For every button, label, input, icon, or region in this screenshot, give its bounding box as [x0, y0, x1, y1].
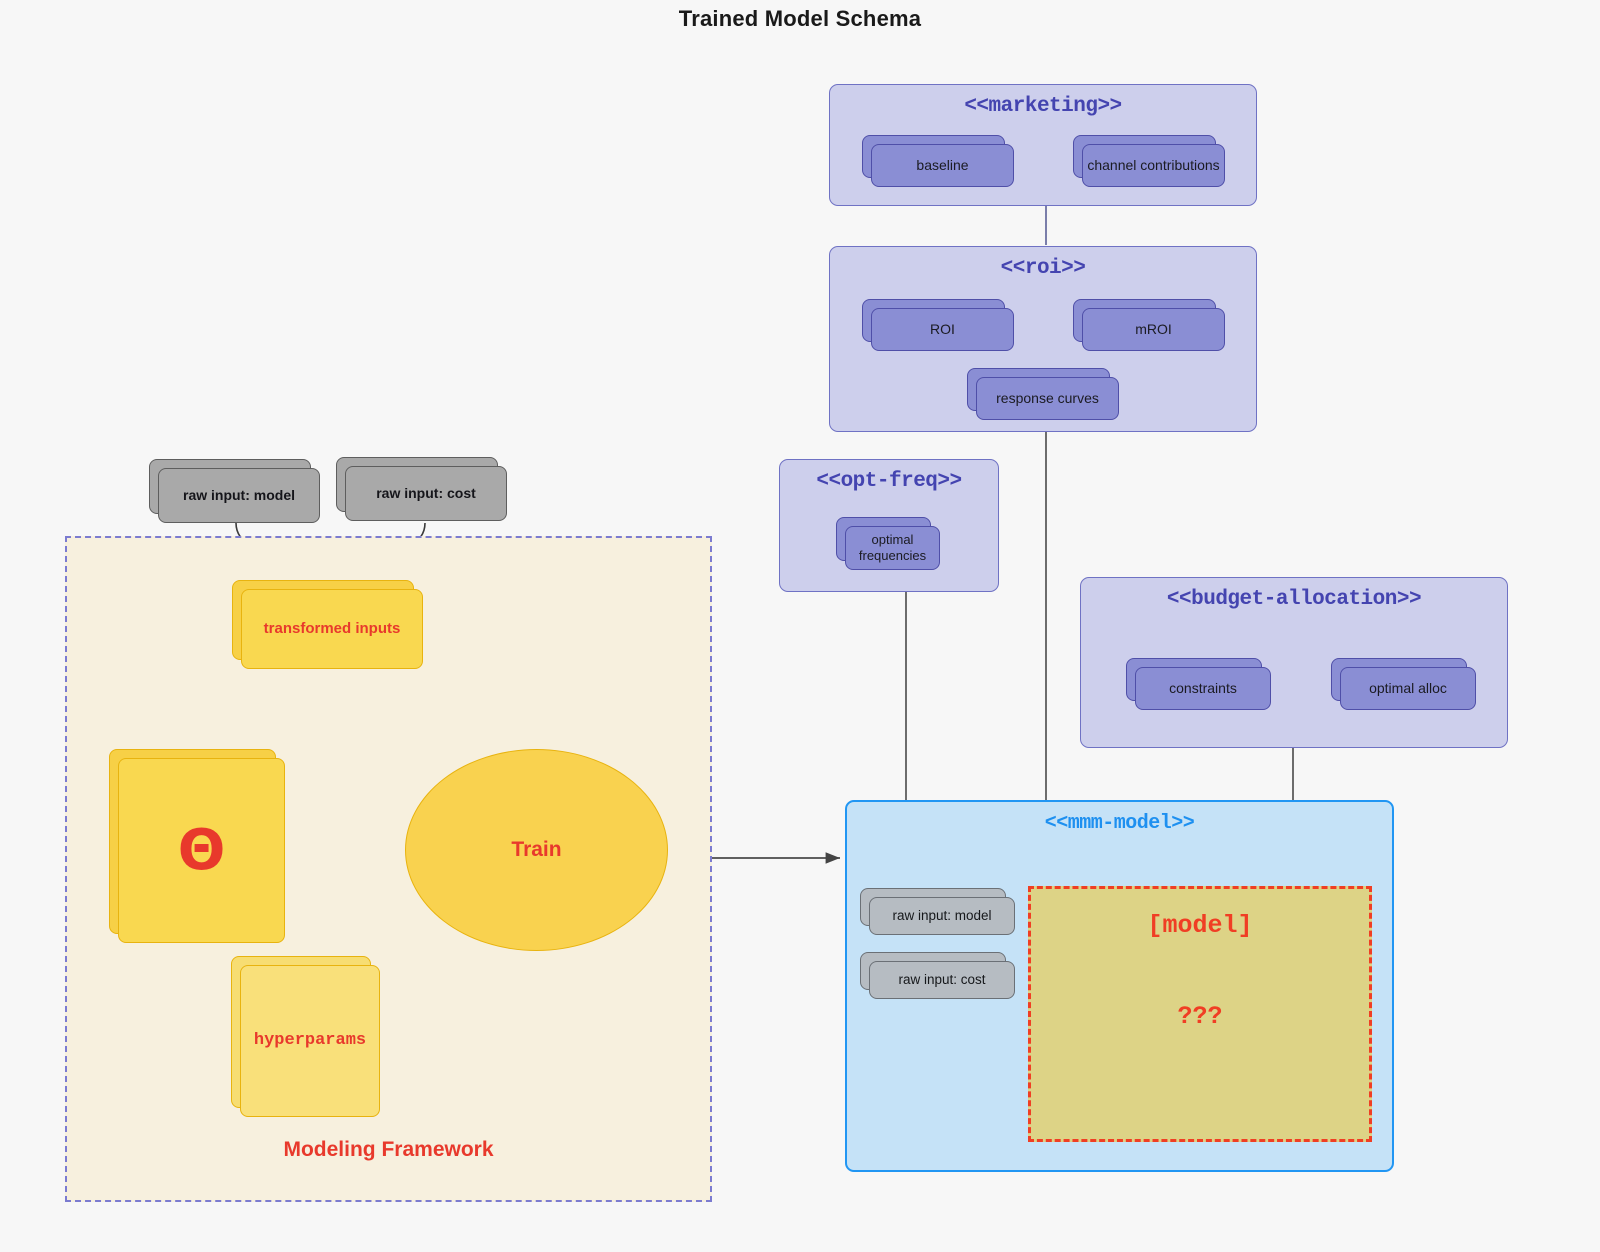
- package-mmm-model-title: <<mmm-model>>: [1044, 812, 1195, 835]
- hyperparams-card[interactable]: hyperparams: [231, 956, 380, 1117]
- package-opt-freq[interactable]: <<opt-freq>> optimal frequencies: [779, 459, 999, 592]
- component-mroi[interactable]: mROI: [1073, 299, 1225, 351]
- component-channel-contributions[interactable]: channel contributions: [1073, 135, 1225, 187]
- transformed-inputs[interactable]: transformed inputs: [232, 580, 423, 669]
- package-roi[interactable]: <<roi>> ROI mROI response curves: [829, 246, 1257, 432]
- component-optimal-frequencies-line1: optimal: [871, 531, 914, 547]
- component-roi-label: ROI: [871, 308, 1014, 351]
- component-baseline-label: baseline: [871, 144, 1014, 187]
- raw-input-model[interactable]: raw input: model: [149, 459, 320, 523]
- theta-card-body: Θ: [118, 758, 285, 943]
- package-marketing[interactable]: <<marketing>> baseline channel contribut…: [829, 84, 1257, 206]
- component-optimal-alloc[interactable]: optimal alloc: [1331, 658, 1476, 710]
- component-optimal-frequencies[interactable]: optimal frequencies: [836, 517, 940, 570]
- modeling-framework-label: Modeling Framework: [283, 1138, 494, 1161]
- transformed-inputs-label: transformed inputs: [241, 589, 423, 669]
- component-optimal-alloc-label: optimal alloc: [1340, 667, 1476, 710]
- theta-card[interactable]: Θ: [109, 749, 285, 943]
- hyperparams-label: hyperparams: [240, 965, 380, 1117]
- theta-symbol: Θ: [177, 817, 226, 883]
- package-budget-allocation-title: <<budget-allocation>>: [1166, 588, 1422, 611]
- component-constraints[interactable]: constraints: [1126, 658, 1271, 710]
- train-node[interactable]: Train: [405, 749, 668, 951]
- mmm-raw-input-cost[interactable]: raw input: cost: [860, 952, 1015, 999]
- component-channel-contributions-label: channel contributions: [1082, 144, 1225, 187]
- component-constraints-label: constraints: [1135, 667, 1271, 710]
- raw-input-model-label: raw input: model: [158, 468, 320, 523]
- component-response-curves-label: response curves: [976, 377, 1119, 420]
- component-optimal-frequencies-line2: frequencies: [858, 548, 927, 563]
- mmm-raw-input-model[interactable]: raw input: model: [860, 888, 1015, 935]
- raw-input-cost-label: raw input: cost: [345, 466, 507, 521]
- component-baseline[interactable]: baseline: [862, 135, 1014, 187]
- model-placeholder-line2: ???: [1177, 1002, 1223, 1031]
- component-roi[interactable]: ROI: [862, 299, 1014, 351]
- model-placeholder[interactable]: [model] ???: [1028, 886, 1372, 1142]
- mmm-raw-input-cost-label: raw input: cost: [869, 961, 1015, 999]
- page-title: Trained Model Schema: [678, 6, 922, 31]
- component-optimal-frequencies-label: optimal frequencies: [845, 526, 940, 570]
- mmm-raw-input-model-label: raw input: model: [869, 897, 1015, 935]
- component-response-curves[interactable]: response curves: [967, 368, 1119, 420]
- package-budget-allocation[interactable]: <<budget-allocation>> constraints optima…: [1080, 577, 1508, 748]
- raw-input-cost[interactable]: raw input: cost: [336, 457, 507, 521]
- package-opt-freq-title: <<opt-freq>>: [816, 470, 962, 493]
- train-label: Train: [511, 838, 562, 861]
- package-mmm-model[interactable]: <<mmm-model>> raw input: model raw input…: [845, 800, 1394, 1172]
- package-marketing-title: <<marketing>>: [964, 95, 1122, 118]
- model-placeholder-line1: [model]: [1147, 911, 1253, 940]
- component-mroi-label: mROI: [1082, 308, 1225, 351]
- package-roi-title: <<roi>>: [1000, 257, 1086, 280]
